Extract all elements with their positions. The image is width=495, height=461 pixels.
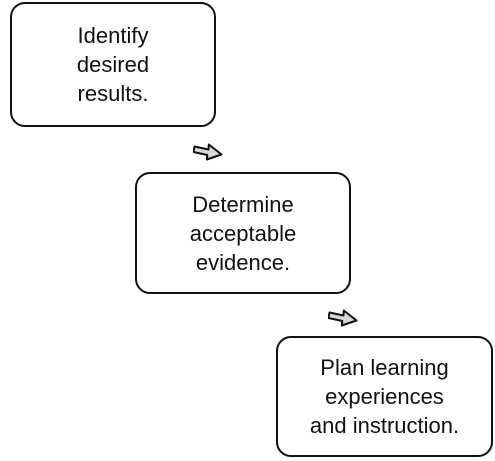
step-box-plan-learning: Plan learning experiences and instructio… — [276, 336, 493, 457]
step-box-identify-results: Identify desired results. — [10, 2, 216, 127]
right-arrow-icon — [193, 143, 223, 161]
step-label: Plan learning experiences and instructio… — [309, 355, 460, 438]
step-box-determine-evidence: Determine acceptable evidence. — [135, 172, 351, 294]
right-arrow-icon — [328, 309, 358, 327]
step-label: Determine acceptable evidence. — [189, 191, 297, 275]
step-label: Identify desired results. — [76, 23, 150, 106]
